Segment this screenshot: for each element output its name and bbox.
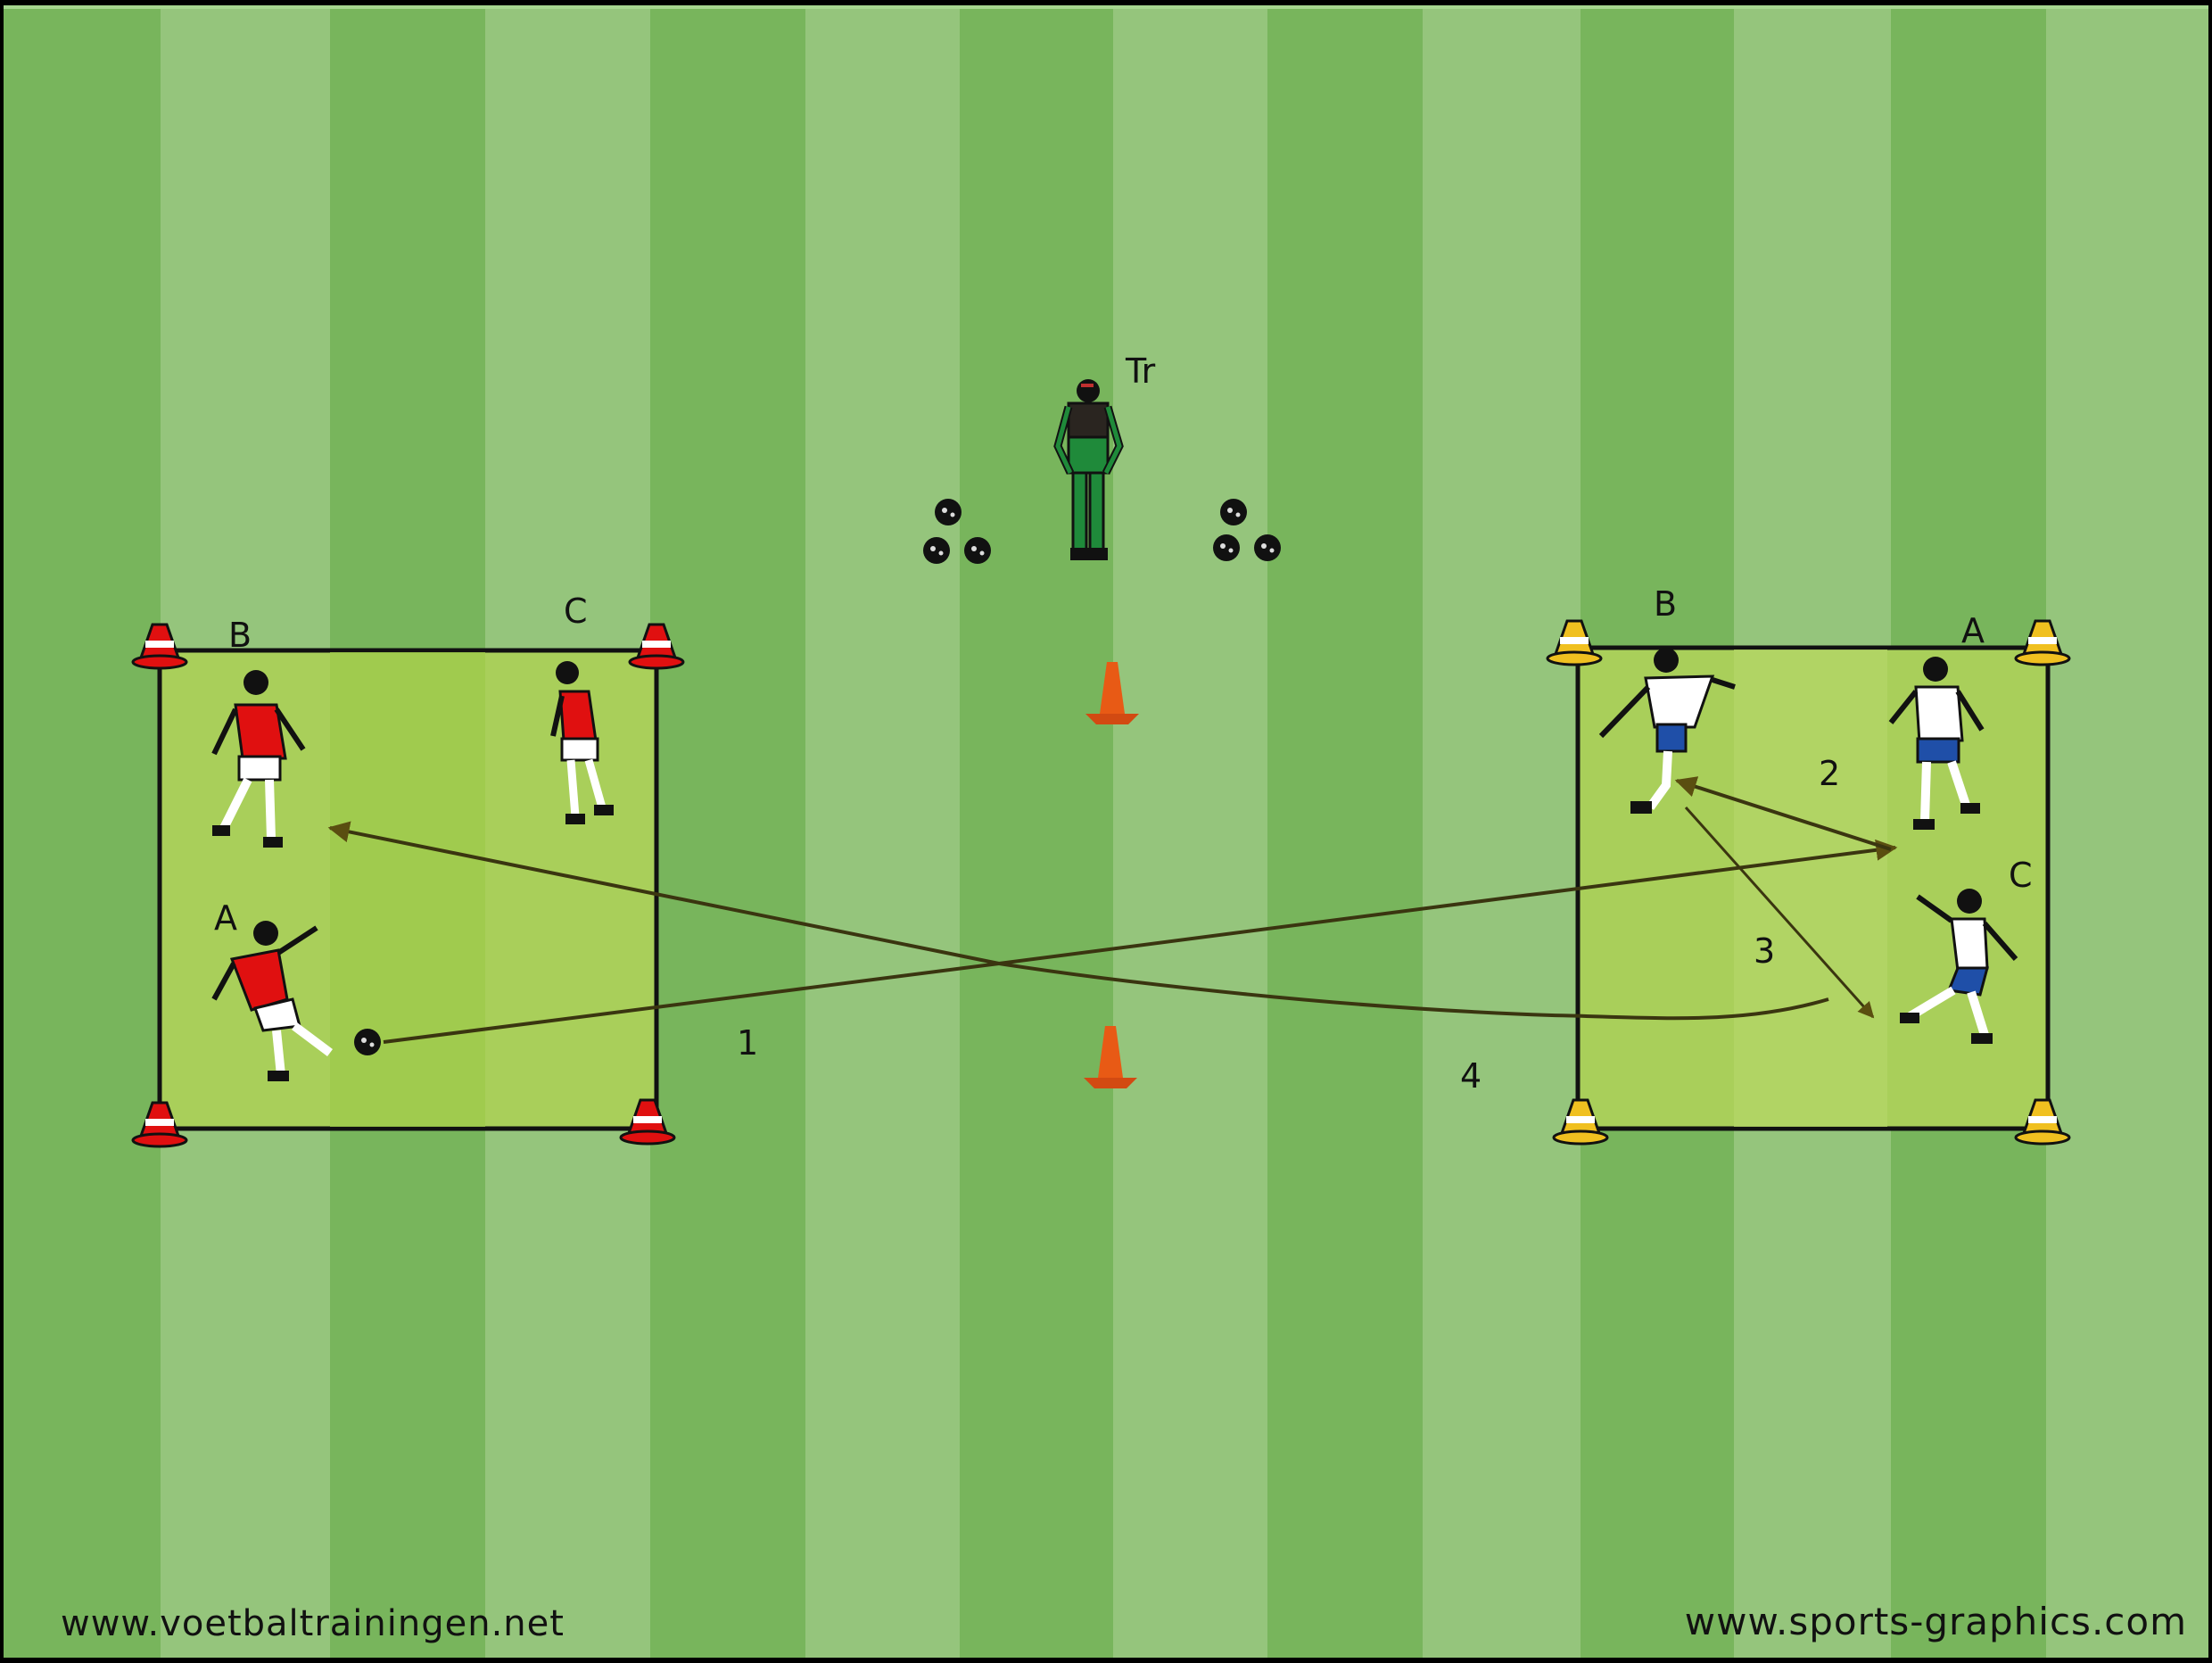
ball-group-left	[923, 499, 991, 564]
white-player-a	[1888, 657, 1985, 830]
left-player-c-label: C	[564, 592, 588, 631]
ball-at-player-a-icon	[354, 1029, 381, 1055]
right-player-c-label: C	[2009, 856, 2033, 895]
pitch-stripe	[805, 9, 960, 1658]
pitch-stripe	[960, 9, 1113, 1658]
pitch-stripe	[1267, 9, 1423, 1658]
red-player-b	[211, 670, 306, 848]
pitch-stripe	[1423, 9, 1581, 1658]
center-cone-icon	[1085, 662, 1139, 724]
footer-right-credit: www.sports-graphics.com	[1684, 1600, 2187, 1643]
ball-icon	[1254, 534, 1281, 561]
white-player-b	[1598, 648, 1736, 814]
right-player-b-label: B	[1654, 584, 1678, 624]
pitch-stripe	[650, 9, 805, 1658]
pass-2-label: 2	[1819, 754, 1841, 793]
red-player-a	[211, 921, 333, 1081]
pass-3-arrow	[1684, 807, 1875, 1019]
red-player-c	[550, 661, 614, 824]
coach-figure	[1053, 379, 1124, 560]
footer-left-credit: www.voetbaltrainingen.net	[61, 1603, 565, 1644]
ball-icon	[923, 537, 950, 564]
white-player-c	[1900, 889, 2018, 1044]
pass-arrows	[327, 776, 1898, 1044]
pitch-stripe	[2046, 9, 2208, 1658]
right-player-a-label: A	[1961, 611, 1985, 650]
pass-3-label: 3	[1754, 931, 1776, 971]
left-drill-square	[131, 623, 685, 1148]
ball-icon	[964, 537, 991, 564]
left-player-a-label: A	[214, 898, 237, 938]
yellow-cone-icon	[1546, 619, 1603, 666]
coach-label: Tr	[1126, 352, 1156, 391]
center-cone-icon	[1084, 1026, 1137, 1088]
pass-1-label: 1	[737, 1023, 759, 1063]
red-cone-icon	[131, 623, 188, 670]
ball-icon	[1220, 499, 1247, 525]
ball-group-right	[1213, 499, 1281, 561]
yellow-cone-icon	[2014, 619, 2071, 666]
pass-2-arrow	[1674, 776, 1892, 851]
red-cone-icon	[628, 623, 685, 670]
pass-4-label: 4	[1460, 1056, 1482, 1096]
ball-icon	[1213, 534, 1240, 561]
ball-icon	[935, 499, 962, 525]
pass-4-arrow	[327, 821, 1829, 1021]
pitch-stripe	[1113, 9, 1267, 1658]
pitch-stripe	[4, 9, 161, 1658]
left-player-b-label: B	[228, 616, 252, 655]
